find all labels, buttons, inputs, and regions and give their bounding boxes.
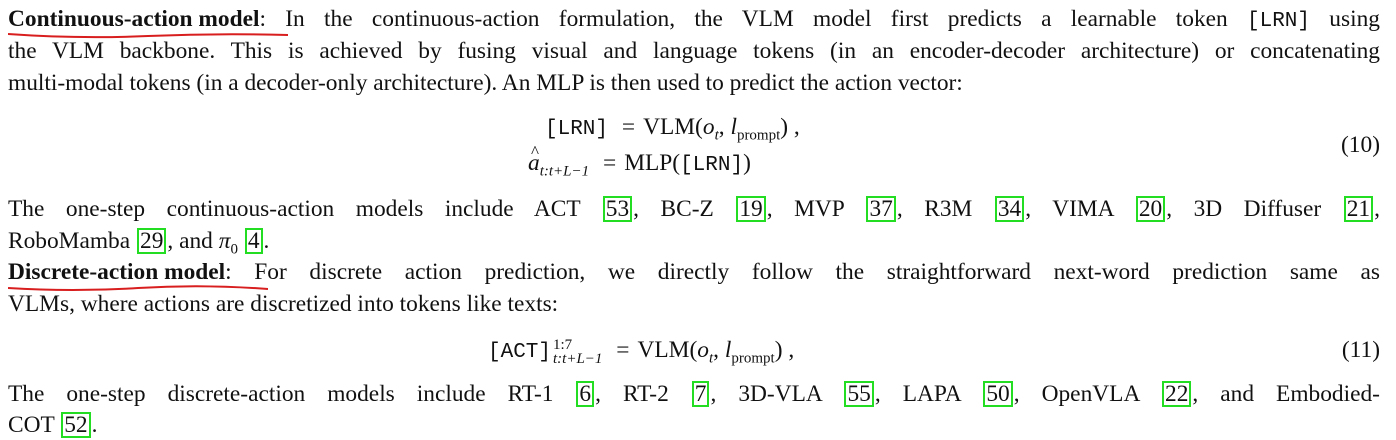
continuous-models-line1: The one-step continuous-action models in…	[8, 196, 1380, 222]
token-lrn: [LRN]	[1247, 10, 1311, 33]
citation-29[interactable]: 29	[137, 228, 167, 254]
citation-6[interactable]: 6	[576, 381, 595, 407]
heading-continuous-action-model: Continuous-action model	[8, 5, 288, 39]
citation-7[interactable]: 7	[691, 381, 710, 407]
citation-53[interactable]: 53	[602, 196, 633, 222]
heading-discrete-action-model: Discrete-action model	[8, 258, 268, 291]
paragraph-continuous-line1: Continuous-action model: In the continuo…	[8, 5, 1380, 39]
citation-22[interactable]: 22	[1162, 381, 1192, 407]
citation-37[interactable]: 37	[866, 196, 896, 222]
citation-52[interactable]: 52	[61, 412, 91, 438]
paragraph-discrete-line2: VLMs, where actions are discretized into…	[8, 291, 559, 317]
paragraph-discrete-line1: Discrete-action model: For discrete acti…	[8, 258, 1380, 291]
citation-4[interactable]: 4	[244, 228, 263, 254]
paragraph-continuous-line2: the VLM backbone. This is achieved by fu…	[8, 38, 1380, 64]
citation-34[interactable]: 34	[994, 196, 1025, 222]
continuous-models-line2: RoboMamba 29, and π0 4.	[8, 228, 270, 258]
citation-50[interactable]: 50	[983, 381, 1013, 407]
citation-19[interactable]: 19	[736, 196, 766, 222]
paragraph-continuous-line3: multi-modal tokens (in a decoder-only ar…	[8, 70, 963, 96]
equation-number-11: (11)	[1341, 337, 1380, 363]
equation-10-row2: at:t+L−1 =MLP([LRN])	[528, 137, 751, 181]
equation-number-10: (10)	[1341, 132, 1380, 158]
citation-21[interactable]: 21	[1343, 196, 1374, 222]
discrete-models-line2: COT 52.	[8, 412, 98, 438]
equation-10-row1: [LRN] =VLM(ot, lprompt) ,	[545, 114, 800, 144]
discrete-models-line1: The one-step discrete-action models incl…	[8, 381, 1380, 407]
citation-20[interactable]: 20	[1135, 196, 1166, 222]
citation-55[interactable]: 55	[844, 381, 874, 407]
